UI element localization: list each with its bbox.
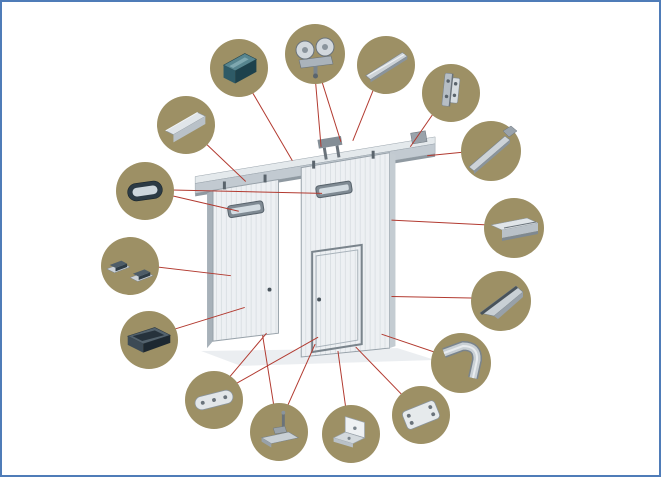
corner-bracket-icon (322, 405, 380, 463)
pin-bracket-icon (250, 403, 308, 461)
floor-guide-rails-icon (101, 237, 159, 295)
floor-shadow (201, 348, 436, 366)
curved-channel-icon (431, 333, 491, 393)
wicket-door-handle (317, 297, 322, 302)
blade-bracket-component (471, 271, 531, 331)
vision-frame-component (116, 162, 174, 220)
guide-track-component (484, 198, 544, 258)
top-rail-icon (357, 36, 415, 94)
c-channel-component (210, 39, 268, 97)
guide-track-icon (484, 198, 544, 258)
c-channel-icon (210, 39, 268, 97)
right-door-panel (300, 150, 396, 358)
oval-base-plate-icon (185, 371, 243, 429)
curved-channel-component (431, 333, 491, 393)
floor-guide-rails-component (101, 237, 159, 295)
roller-trolley-component (285, 24, 345, 84)
hinge-icon (422, 64, 480, 122)
blade-bracket-icon (471, 271, 531, 331)
flat-plate-component (392, 386, 450, 444)
floor-tray-icon (120, 311, 178, 369)
left-door-handle (267, 287, 272, 292)
vision-frame-icon (116, 162, 174, 220)
floor-tray-component (120, 311, 178, 369)
angle-profile-component (157, 96, 215, 154)
rail-with-end-block-icon (461, 121, 521, 181)
angle-profile-icon (157, 96, 215, 154)
top-rail-component (357, 36, 415, 94)
rail-with-end-block-component (461, 121, 521, 181)
right-door-window (315, 180, 353, 199)
oval-base-plate-component (185, 371, 243, 429)
left-door-panel (207, 174, 279, 349)
left-door-window (227, 200, 265, 218)
wicket-door (311, 243, 363, 354)
roller-trolley-icon (285, 24, 345, 84)
hinge-component (422, 64, 480, 122)
pin-bracket-component (250, 403, 308, 461)
corner-bracket-component (322, 405, 380, 463)
trolley-carriage (317, 135, 343, 160)
flat-plate-icon (392, 386, 450, 444)
